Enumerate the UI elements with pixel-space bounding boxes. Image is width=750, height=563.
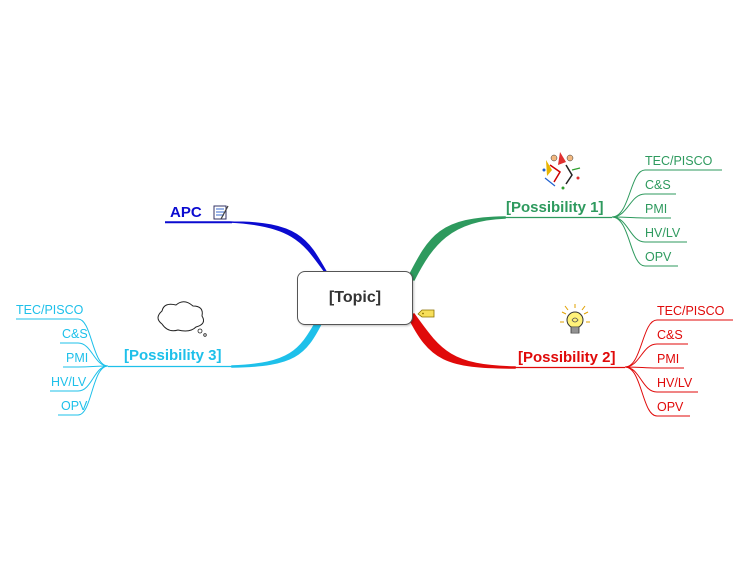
- possibility3-child-2[interactable]: C&S: [62, 327, 88, 341]
- possibility1-child-3[interactable]: PMI: [645, 202, 668, 216]
- possibility1-label[interactable]: [Possibility 1]: [506, 199, 604, 216]
- possibility1-child-4[interactable]: HV/LV: [645, 226, 681, 240]
- apc-label[interactable]: APC: [170, 204, 202, 221]
- possibility2-child-1[interactable]: TEC/PISCO: [657, 304, 725, 318]
- lightbulb-icon: [560, 304, 590, 334]
- possibility2-connector: [406, 313, 516, 369]
- possibility3-child-3[interactable]: PMI: [66, 351, 89, 365]
- central-topic-label: [Topic]: [328, 289, 382, 306]
- possibility2-child-connectors: [624, 319, 733, 417]
- central-topic[interactable]: [Topic]: [297, 271, 413, 325]
- possibility2-child-5[interactable]: OPV: [657, 400, 684, 414]
- possibility1-child-2[interactable]: C&S: [645, 178, 671, 192]
- possibility1-connector: [406, 216, 506, 281]
- possibility3-child-4[interactable]: HV/LV: [51, 375, 87, 389]
- confetti-people-icon: [542, 152, 581, 190]
- possibility2-child-4[interactable]: HV/LV: [657, 376, 693, 390]
- possibility2-child-2[interactable]: C&S: [657, 328, 683, 342]
- thought-cloud-icon: [157, 301, 207, 337]
- possibility3-connector: [231, 321, 324, 368]
- possibility3-child-connectors: [16, 318, 109, 416]
- possibility1-child-1[interactable]: TEC/PISCO: [645, 154, 713, 168]
- notepad-icon: [213, 205, 229, 220]
- possibility1-child-connectors: [611, 169, 722, 267]
- possibility3-child-1[interactable]: TEC/PISCO: [16, 303, 84, 317]
- apc-connector: [165, 221, 329, 276]
- possibility2-label[interactable]: [Possibility 2]: [518, 349, 616, 366]
- possibility3-child-5[interactable]: OPV: [61, 399, 88, 413]
- possibility3-label[interactable]: [Possibility 3]: [124, 347, 222, 364]
- possibility1-child-5[interactable]: OPV: [645, 250, 672, 264]
- tag-icon: [417, 309, 435, 318]
- possibility2-child-3[interactable]: PMI: [657, 352, 680, 366]
